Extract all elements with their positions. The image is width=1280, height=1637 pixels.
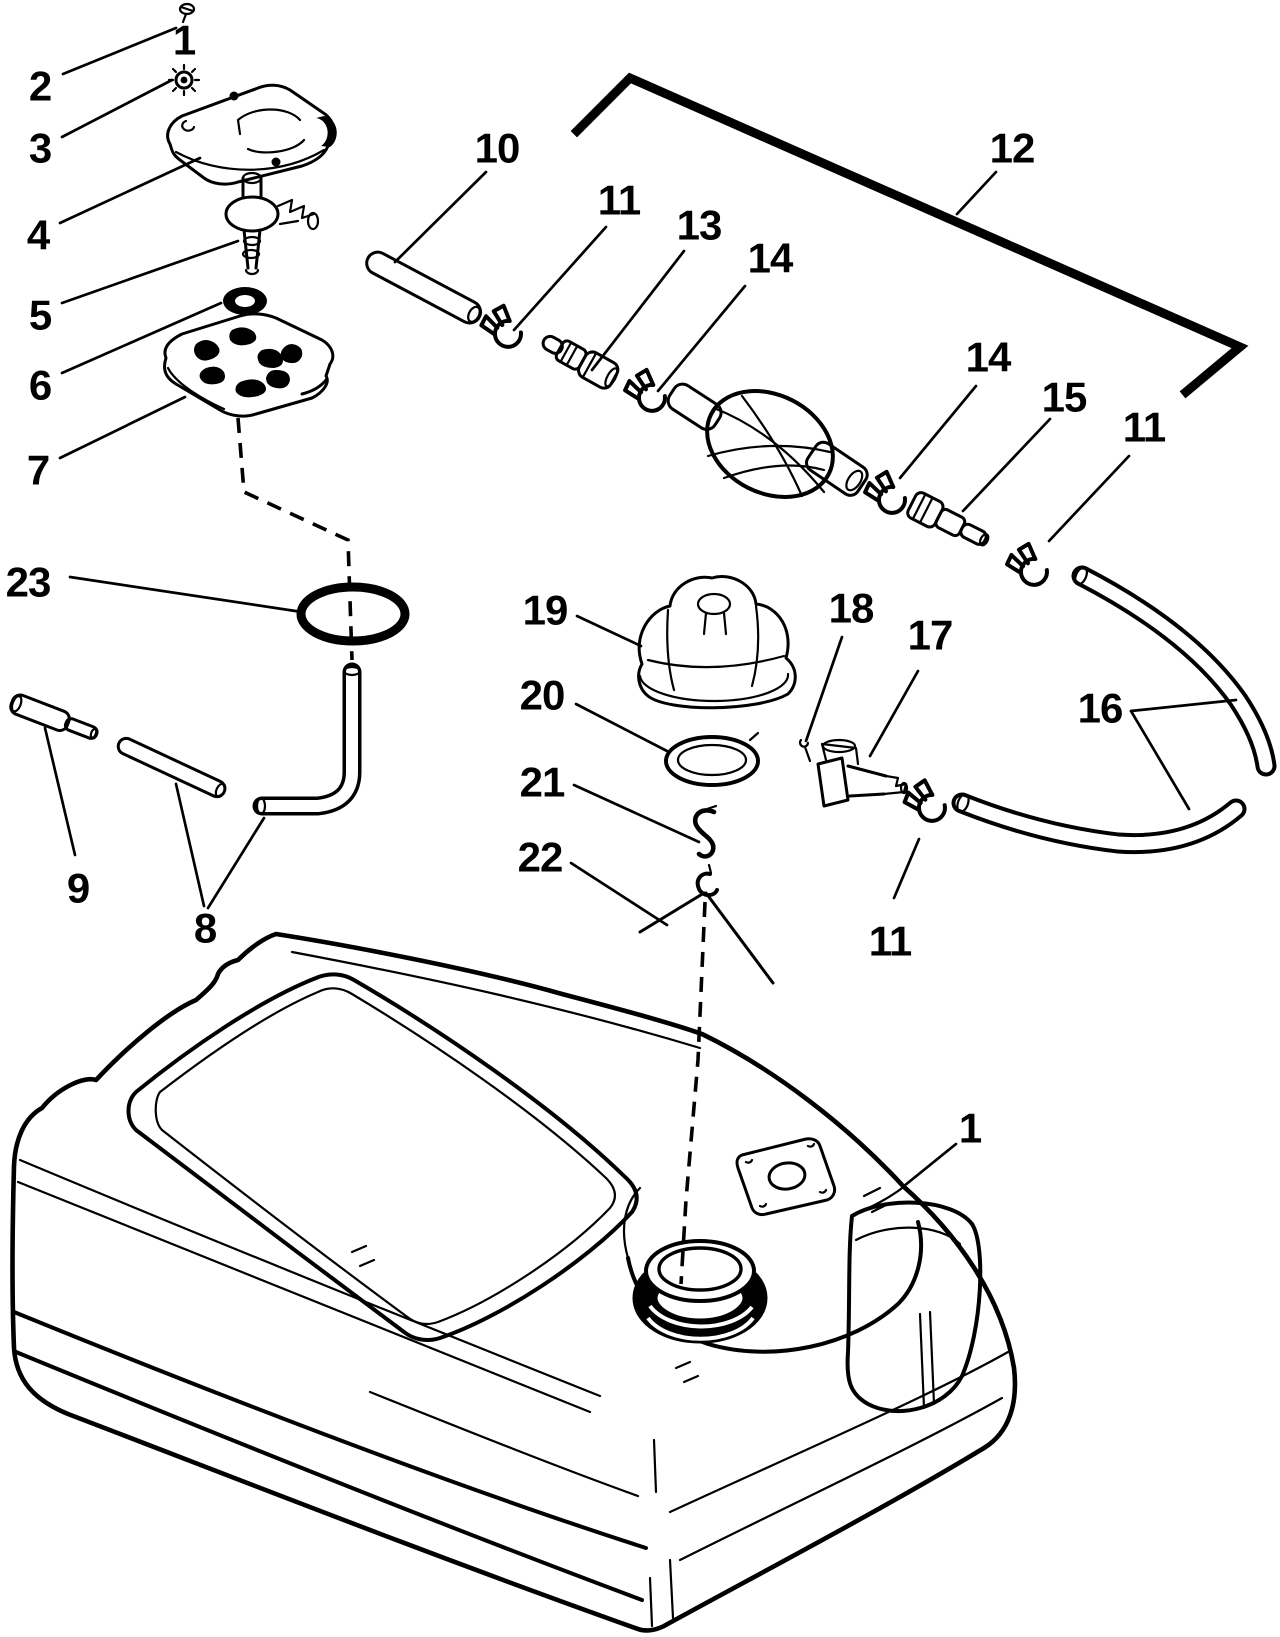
leader-line-13 xyxy=(590,249,686,372)
part-small-o-ring xyxy=(223,287,267,315)
tank-filler-neck xyxy=(632,1239,768,1344)
callout-1-top: 1 xyxy=(173,17,196,64)
leader-line-23 xyxy=(68,575,304,614)
callout-17: 17 xyxy=(908,612,953,659)
part-hook-22 xyxy=(638,863,775,985)
leader-lines xyxy=(43,26,1238,1188)
leader-line-2 xyxy=(61,26,178,76)
callout-13: 13 xyxy=(677,202,722,249)
part-fuel-cap xyxy=(637,575,797,710)
leader-line-16 xyxy=(1129,698,1238,713)
callout-11-a: 11 xyxy=(598,177,641,224)
callout-16: 16 xyxy=(1078,685,1123,732)
leader-line-16-1 xyxy=(1129,709,1191,811)
callout-9: 9 xyxy=(67,865,89,912)
callout-2: 2 xyxy=(29,63,51,110)
callout-12: 12 xyxy=(990,125,1035,172)
callout-5: 5 xyxy=(29,292,52,339)
callout-3: 3 xyxy=(29,125,51,172)
leader-line-21 xyxy=(572,783,701,844)
leader-line-19 xyxy=(575,614,643,648)
leader-line-7 xyxy=(58,395,187,460)
part-large-o-ring xyxy=(296,582,410,646)
leader-line-11-a xyxy=(512,225,608,332)
tank-handle-recess xyxy=(845,1184,983,1414)
part-fuel-tank xyxy=(10,931,1018,1633)
callout-18: 18 xyxy=(829,585,874,632)
part-connector-15 xyxy=(906,491,990,547)
leader-line-10 xyxy=(393,170,488,264)
leader-line-15 xyxy=(961,417,1052,513)
callout-20: 20 xyxy=(520,672,565,719)
callout-11-c: 11 xyxy=(1123,404,1166,451)
part-lockwasher xyxy=(167,63,201,97)
callout-23: 23 xyxy=(6,559,51,606)
leader-line-4 xyxy=(58,156,202,225)
part-tee-fitting xyxy=(224,171,320,276)
part-clamp-11b xyxy=(900,775,952,825)
callout-11-b: 11 xyxy=(869,918,912,965)
leader-line-14-a xyxy=(656,284,747,393)
callout-6: 6 xyxy=(29,362,51,409)
part-clamp-11c xyxy=(1001,537,1055,590)
part-primer-bulb xyxy=(666,382,869,499)
leader-line-11-c xyxy=(1047,454,1131,543)
leader-line-18 xyxy=(804,635,844,743)
part-clamp-11a xyxy=(475,299,530,352)
leader-line-22 xyxy=(569,861,669,927)
part-cap-gasket xyxy=(664,731,760,787)
part-pin-18 xyxy=(798,738,812,763)
callout-21: 21 xyxy=(520,759,565,806)
bracket-lines xyxy=(570,72,1249,399)
callout-4: 4 xyxy=(27,212,51,259)
part-tank-fitting-17 xyxy=(816,738,909,808)
part-hose-16-lower xyxy=(951,792,1247,855)
leader-line-3 xyxy=(60,78,174,139)
leader-line-11-b xyxy=(892,837,921,900)
callout-1-tank: 1 xyxy=(959,1105,982,1152)
leader-line-5 xyxy=(60,239,240,305)
callout-15: 15 xyxy=(1042,374,1087,421)
leader-line-14-b xyxy=(898,384,978,480)
callout-14-b: 14 xyxy=(966,334,1012,381)
leader-line-20 xyxy=(574,702,669,753)
leader-line-6 xyxy=(60,301,223,375)
part-fuel-gauge-plate xyxy=(162,312,335,418)
leader-line-8-1 xyxy=(206,816,266,910)
part-pickup-tube-bent xyxy=(252,662,362,816)
callout-8: 8 xyxy=(194,905,217,952)
leader-line-9 xyxy=(43,726,77,857)
leader-line-17 xyxy=(868,669,920,758)
12-fuel-line-bracket xyxy=(570,72,1249,399)
part-pickup-tube-short xyxy=(116,736,227,799)
leader-line-1-tank xyxy=(902,1142,958,1188)
part-s-hook xyxy=(692,804,718,859)
leader-line-12 xyxy=(955,170,998,216)
part-hose-16-upper xyxy=(1071,565,1277,777)
callout-10: 10 xyxy=(475,125,520,172)
assembly-axis-dashed xyxy=(236,417,707,1285)
callout-7: 7 xyxy=(27,447,49,494)
part-hose-10 xyxy=(365,250,483,325)
callout-19: 19 xyxy=(523,587,568,634)
leader-line-8 xyxy=(174,782,206,908)
part-screw xyxy=(178,2,196,24)
part-filter-fitting-9 xyxy=(9,693,99,740)
part-cover-plate xyxy=(166,83,337,186)
callout-14-a: 14 xyxy=(748,235,794,282)
callout-22: 22 xyxy=(518,834,563,881)
part-clamp-14a xyxy=(619,363,673,416)
part-connector-13 xyxy=(541,334,620,390)
tank-gauge-plate-boss xyxy=(735,1137,837,1217)
